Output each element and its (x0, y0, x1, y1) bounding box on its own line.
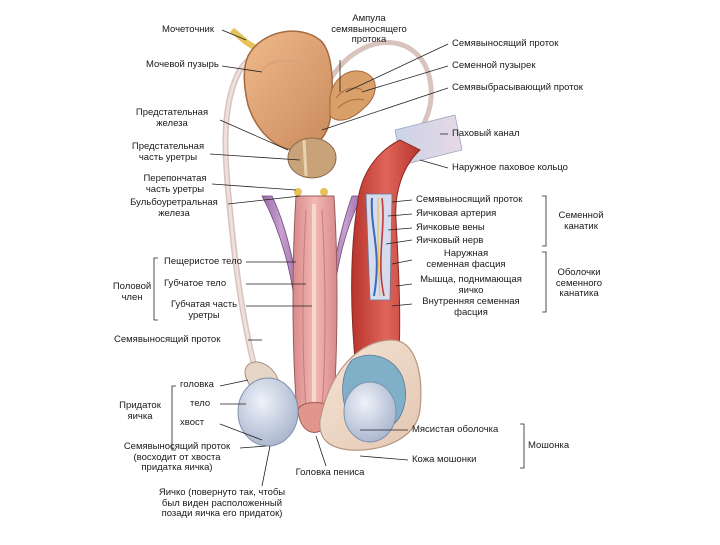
epididymis-label: Придаток яичка (119, 400, 161, 422)
penis-label: Половой член (112, 281, 152, 303)
testicular-veins-label: Яичковые вены (416, 222, 485, 233)
vas-deferens-top-label: Семявыносящий проток (452, 38, 559, 49)
scrotum-label: Мошонка (528, 440, 570, 451)
bladder (243, 30, 333, 151)
prostate-label: Предстательная железа (135, 107, 209, 129)
inguinal-ring-label: Наружное паховое кольцо (452, 162, 568, 173)
ejaculatory-duct-label: Семявыбрасывающий проток (452, 82, 583, 93)
epididymis-body-label: тело (190, 398, 211, 409)
epididymis-head-label: головка (180, 379, 214, 390)
bulbourethral-label: Бульбоуретральная железа (130, 197, 218, 219)
spongy-urethra-label: Губчатая часть уретры (170, 299, 238, 321)
vas-ascends-label: Семявыносящий проток (восходит от хвоста… (123, 441, 231, 473)
vas-deferens-mid-label: Семявыносящий проток (114, 334, 221, 345)
ureter-label: Мочеточник (162, 24, 214, 35)
spermatic-cord-label: Семенной канатик (558, 210, 604, 232)
seminal-vesicle-label: Семенной пузырек (452, 60, 536, 71)
cord-coverings-label: Оболочки семенного канатика (555, 267, 603, 299)
ampulla-label: Ампула семявыносящего протока (331, 13, 407, 45)
testis (237, 377, 299, 447)
testicular-artery-label: Яичковая артерия (416, 208, 497, 219)
prostate (287, 137, 337, 179)
seminal-vesicle (329, 70, 376, 121)
membranous-urethra-label: Перепончатая часть уретры (143, 173, 207, 195)
cremaster-label: Мышца, поднимающая яичко (420, 274, 522, 296)
scrotal-skin-label: Кожа мошонки (412, 454, 477, 465)
external-fascia-label: Наружная семенная фасция (426, 248, 506, 270)
prostatic-urethra-label: Предстательная часть уретры (131, 141, 205, 163)
cavernous-label: Пещеристое тело (164, 256, 243, 267)
internal-fascia-label: Внутренняя семенная фасция (422, 296, 520, 318)
bladder-label: Мочевой пузырь (146, 59, 219, 70)
testis-label: Яичко (повернуто так, чтобы был виден ра… (158, 487, 286, 519)
cord-vas-label: Семявыносящий проток (416, 194, 523, 205)
inguinal-canal-label: Паховый канал (452, 128, 520, 139)
glans-label: Головка пениса (295, 467, 365, 478)
leader-lines (153, 29, 547, 487)
testis-right (343, 381, 397, 443)
testicular-nerve-label: Яичковый нерв (416, 235, 484, 246)
dartos-label: Мясистая оболочка (412, 424, 499, 435)
spongy-label: Губчатое тело (164, 278, 227, 289)
epididymis-tail-label: хвост (180, 417, 205, 428)
